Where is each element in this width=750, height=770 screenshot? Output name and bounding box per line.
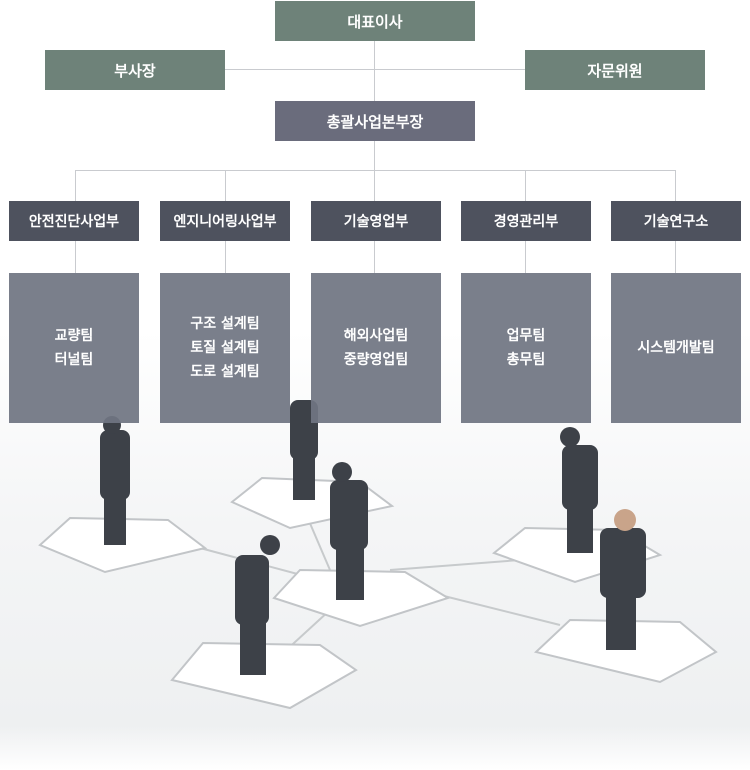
connector-line bbox=[75, 240, 76, 273]
team-name: 업무팀 bbox=[506, 328, 546, 344]
team-box-technical-sales: 해외사업팀 중량영업팀 bbox=[311, 273, 441, 423]
dept-research-lab: 기술연구소 bbox=[611, 201, 741, 241]
team-name: 시스템개발팀 bbox=[637, 340, 715, 356]
team-name: 총무팀 bbox=[506, 352, 546, 368]
team-name: 교량팀 bbox=[54, 328, 94, 344]
team-name: 도로 설계팀 bbox=[190, 364, 260, 380]
team-name: 토질 설계팀 bbox=[190, 340, 260, 356]
advisor-box: 자문위원 bbox=[525, 50, 705, 90]
dept-safety-diagnosis: 안전진단사업부 bbox=[9, 201, 139, 241]
dept-management: 경영관리부 bbox=[461, 201, 591, 241]
connector-line bbox=[75, 170, 676, 171]
connector-line bbox=[225, 240, 226, 273]
connector-line bbox=[675, 170, 676, 201]
general-manager-box: 총괄사업본부장 bbox=[275, 101, 475, 141]
connector-line bbox=[525, 240, 526, 273]
connector-line bbox=[374, 240, 375, 273]
team-name: 해외사업팀 bbox=[343, 328, 409, 344]
dept-technical-sales: 기술영업부 bbox=[311, 201, 441, 241]
connector-line bbox=[75, 170, 76, 201]
team-name: 중량영업팀 bbox=[343, 352, 409, 368]
team-name: 터널팀 bbox=[54, 352, 94, 368]
connector-line bbox=[675, 240, 676, 273]
team-box-management: 업무팀 총무팀 bbox=[461, 273, 591, 423]
dept-engineering: 엔지니어링사업부 bbox=[160, 201, 290, 241]
team-box-safety-diagnosis: 교량팀 터널팀 bbox=[9, 273, 139, 423]
ceo-box: 대표이사 bbox=[275, 1, 475, 41]
connector-line bbox=[225, 170, 226, 201]
connector-line bbox=[374, 40, 375, 101]
team-box-engineering: 구조 설계팀 토질 설계팀 도로 설계팀 bbox=[160, 273, 290, 423]
connector-line bbox=[374, 170, 375, 201]
vice-president-box: 부사장 bbox=[45, 50, 225, 90]
team-name: 구조 설계팀 bbox=[190, 316, 260, 332]
connector-line bbox=[525, 170, 526, 201]
connector-line bbox=[374, 140, 375, 170]
connector-line bbox=[225, 69, 525, 70]
team-box-research-lab: 시스템개발팀 bbox=[611, 273, 741, 423]
